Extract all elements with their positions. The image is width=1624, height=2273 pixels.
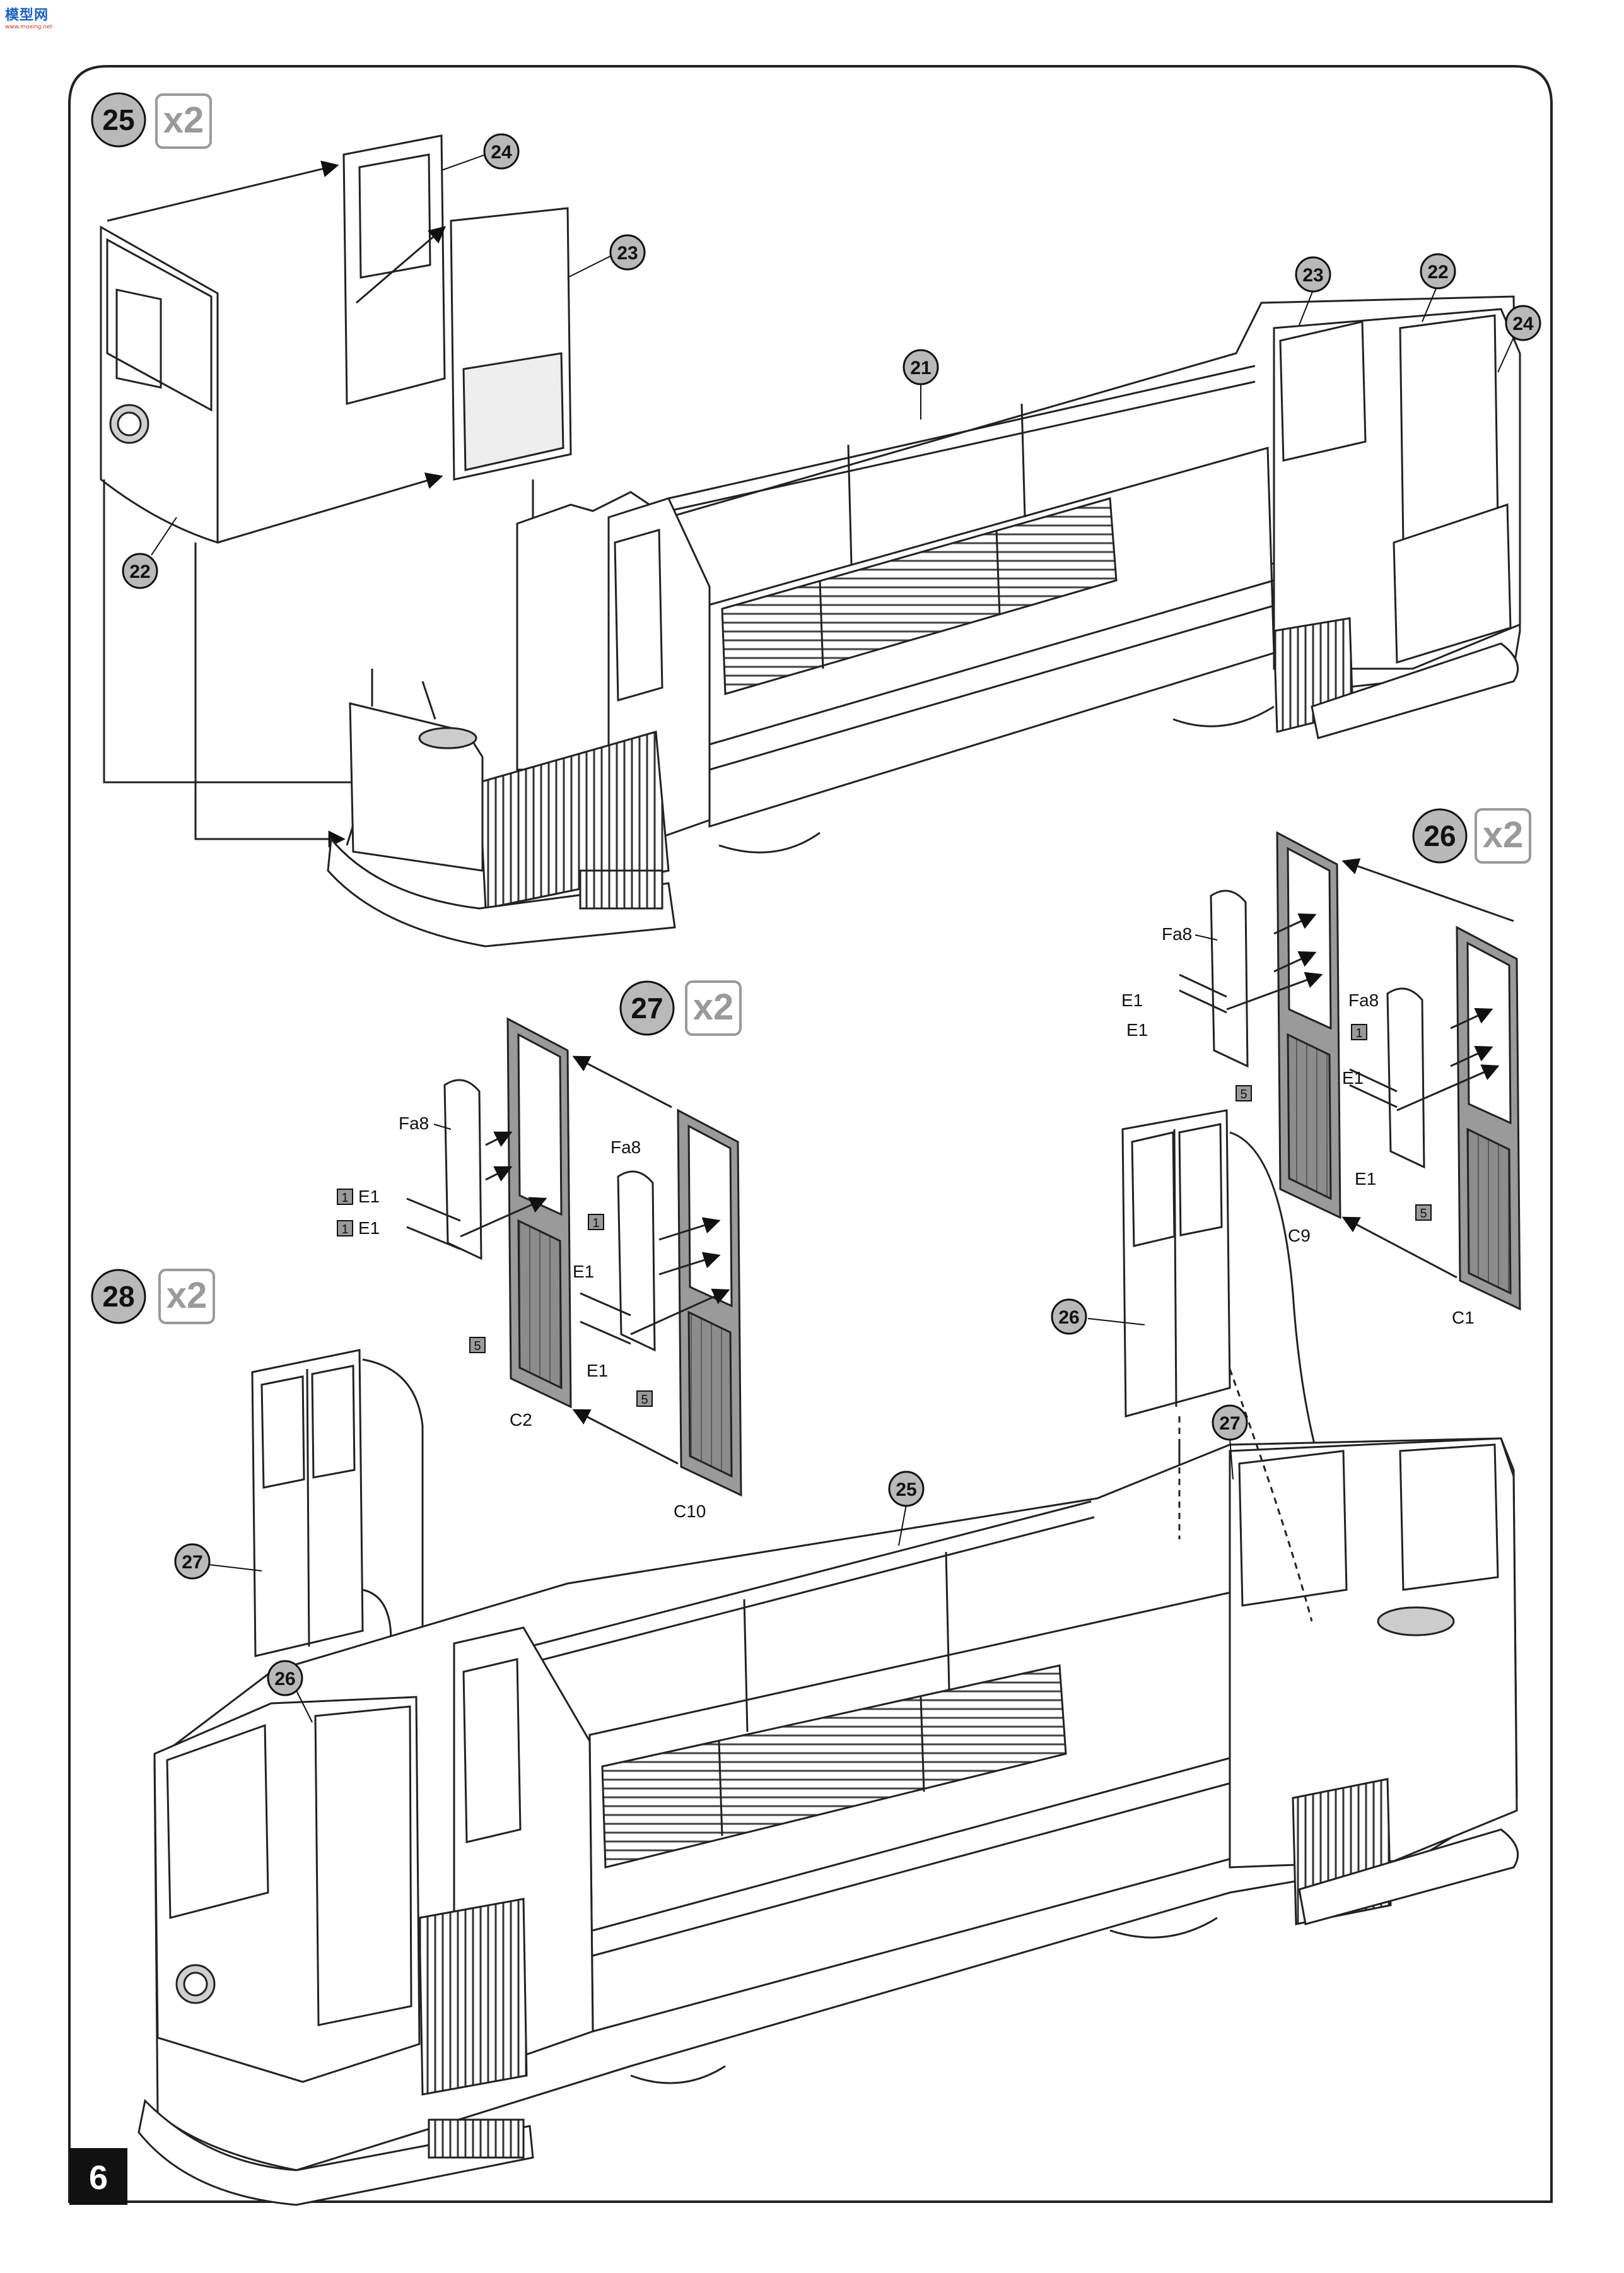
label-e1-26b: E1 xyxy=(1126,1020,1148,1040)
step-28-number: 28 xyxy=(102,1280,134,1313)
page-number: 6 xyxy=(89,2159,108,2197)
step-27-badge: 27 x2 xyxy=(619,980,742,1036)
step-25-callouts: 24 23 22 21 23 22 24 xyxy=(122,133,1541,589)
callout-23b: 23 xyxy=(1295,256,1331,326)
callout-24a: 24 xyxy=(441,133,520,171)
callout-25: 25 xyxy=(888,1471,925,1546)
svg-text:23: 23 xyxy=(1302,265,1323,286)
label-e1-26d: E1 xyxy=(1355,1169,1376,1189)
paint-code-5-26a: 5 xyxy=(1240,1088,1247,1101)
step-26-qty: x2 xyxy=(1483,814,1524,855)
label-c1: C1 xyxy=(1452,1308,1475,1327)
svg-text:24: 24 xyxy=(491,142,512,163)
paint-code-1-26: 1 xyxy=(1355,1026,1362,1040)
label-e1-27d: E1 xyxy=(587,1361,608,1380)
step-27-number: 27 xyxy=(631,992,663,1025)
callout-27b: 27 xyxy=(1212,1404,1248,1480)
svg-text:26: 26 xyxy=(1058,1307,1079,1328)
label-e1-27a: E1 xyxy=(358,1187,380,1206)
paint-code-5-27a: 5 xyxy=(474,1339,481,1353)
callout-26-preview: 26 xyxy=(1051,1298,1145,1335)
svg-text:22: 22 xyxy=(129,561,150,582)
step-27-qty: x2 xyxy=(693,987,734,1028)
paint-code-1-27a: 1 xyxy=(341,1191,348,1205)
label-e1-27c: E1 xyxy=(573,1262,594,1281)
callout-27a: 27 xyxy=(174,1543,262,1580)
step-28-callouts: 27 26 25 27 xyxy=(174,1404,1248,1723)
step-26-badge: 26 x2 xyxy=(1412,808,1531,864)
callout-23a: 23 xyxy=(567,234,646,278)
step-27-labels: Fa8 1 E1 1 E1 Fa8 1 E1 E1 5 5 C2 C10 xyxy=(337,1113,706,1521)
svg-text:22: 22 xyxy=(1427,262,1448,283)
step-25-badge: 25 x2 xyxy=(91,92,212,149)
svg-text:27: 27 xyxy=(1219,1413,1240,1434)
step-26-number: 26 xyxy=(1423,819,1456,852)
step-25-qty: x2 xyxy=(163,100,204,141)
page-number-box: 6 xyxy=(69,2148,127,2205)
callout-21: 21 xyxy=(903,349,939,420)
svg-text:24: 24 xyxy=(1512,314,1534,334)
svg-text:21: 21 xyxy=(910,358,931,379)
svg-text:27: 27 xyxy=(182,1552,202,1573)
watermark-title: 模型网 xyxy=(5,8,49,23)
label-fa8-27a: Fa8 xyxy=(399,1113,429,1133)
svg-text:25: 25 xyxy=(896,1479,916,1500)
paint-code-5-27b: 5 xyxy=(641,1393,648,1407)
watermark-logo: 模型网 www.moxing.net xyxy=(5,4,52,30)
label-e1-27b: E1 xyxy=(358,1218,380,1238)
label-c10: C10 xyxy=(674,1501,706,1521)
step-28-tram-drawing xyxy=(137,1349,1519,2206)
label-c2: C2 xyxy=(510,1410,532,1430)
step-26-labels: Fa8 E1 E1 Fa8 E1 E1 C9 C1 1 5 5 26 xyxy=(1051,924,1475,1335)
step-28-badge: 28 x2 xyxy=(91,1269,215,1324)
paint-code-5-26b: 5 xyxy=(1420,1207,1427,1221)
step-27-doors-drawing xyxy=(406,1017,742,1497)
step-26-doors-drawing xyxy=(1121,831,1521,1578)
svg-text:26: 26 xyxy=(274,1669,295,1689)
paint-code-1-27c: 1 xyxy=(592,1216,599,1230)
label-fa8-26a: Fa8 xyxy=(1162,924,1192,944)
callout-26: 26 xyxy=(267,1660,313,1723)
step-25-number: 25 xyxy=(102,103,134,136)
label-e1-26a: E1 xyxy=(1121,990,1143,1010)
callout-22a: 22 xyxy=(122,517,177,589)
label-fa8-27b: Fa8 xyxy=(610,1137,641,1157)
step-28-qty: x2 xyxy=(166,1275,207,1316)
step-25-tram-drawing xyxy=(100,134,1521,948)
label-fa8-26b: Fa8 xyxy=(1348,990,1379,1010)
svg-text:23: 23 xyxy=(617,243,638,264)
label-c9: C9 xyxy=(1288,1226,1311,1245)
watermark-url: www.moxing.net xyxy=(5,24,52,30)
paint-code-1-27b: 1 xyxy=(341,1223,348,1236)
callout-24b: 24 xyxy=(1497,305,1541,373)
label-e1-26c: E1 xyxy=(1342,1068,1364,1088)
callout-22b: 22 xyxy=(1420,253,1456,322)
